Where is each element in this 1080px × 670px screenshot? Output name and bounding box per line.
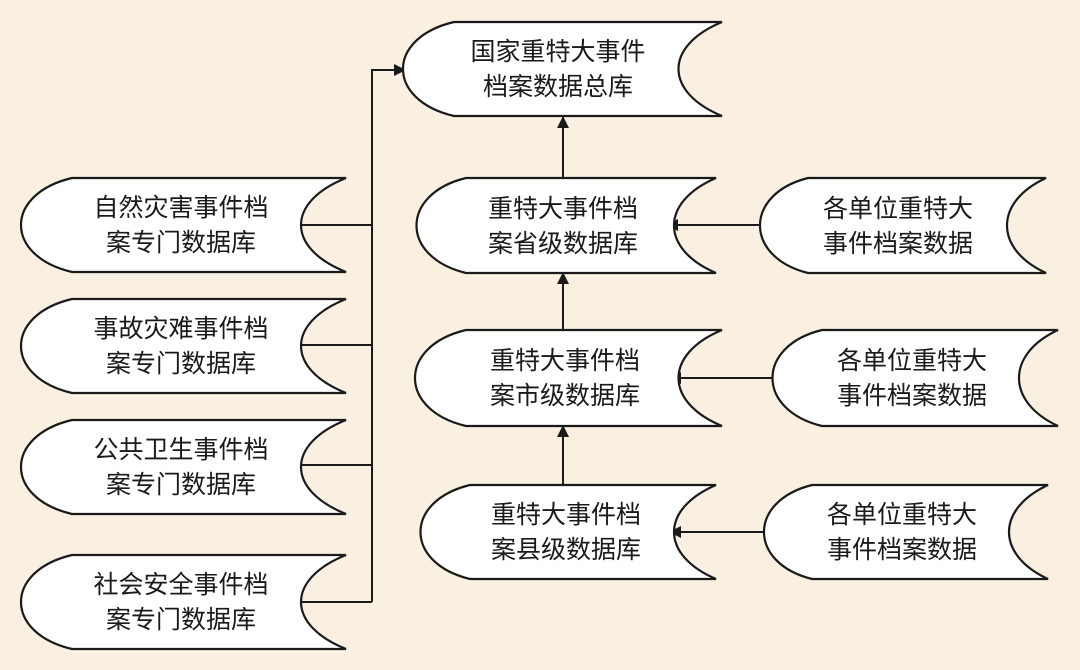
node-unit-data-1: 各单位重特大 事件档案数据 [770, 178, 1026, 273]
node-unit-data-2-line2: 事件档案数据 [836, 381, 987, 410]
node-unit-data-2-line1: 各单位重特大 [836, 346, 987, 375]
node-social-security-line2: 案专门数据库 [105, 605, 256, 634]
shape-public-health [20, 418, 347, 516]
shape-municipal [414, 328, 723, 428]
node-social-security-database: 社会安全事件档 案专门数据库 [36, 555, 326, 649]
node-unit-data-2: 各单位重特大 事件档案数据 [784, 330, 1040, 426]
node-public-health-line1: 公共卫生事件档 [93, 435, 269, 464]
node-provincial-database: 重特大事件档 案省级数据库 [430, 178, 696, 273]
node-social-security-line1: 社会安全事件档 [93, 570, 269, 599]
shape-natural-disaster [20, 176, 347, 274]
node-unit-data-3-line1: 各单位重特大 [826, 500, 977, 529]
node-accident-disaster-database: 事故灾难事件档 案专门数据库 [36, 299, 326, 393]
node-county-database: 重特大事件档 案县级数据库 [434, 485, 698, 579]
shape-unit-data-3 [762, 483, 1049, 581]
node-county-line2: 案县级数据库 [490, 535, 641, 564]
shape-national [402, 20, 723, 118]
node-national-line2: 档案数据总库 [482, 72, 633, 101]
shape-social-security [20, 553, 347, 651]
node-unit-data-3-line2: 事件档案数据 [826, 535, 977, 564]
shape-unit-data-1 [758, 176, 1047, 275]
node-county-line1: 重特大事件档 [490, 500, 641, 529]
shape-unit-data-2 [771, 328, 1059, 428]
node-national-database: 国家重特大事件 档案数据总库 [418, 22, 698, 116]
node-natural-disaster-line1: 自然灾害事件档 [93, 193, 269, 222]
node-natural-disaster-line2: 案专门数据库 [105, 228, 256, 257]
node-natural-disaster-database: 自然灾害事件档 案专门数据库 [36, 178, 326, 272]
shape-county [419, 483, 717, 581]
node-unit-data-1-line2: 事件档案数据 [822, 228, 973, 258]
shape-provincial [415, 176, 717, 275]
node-unit-data-3: 各单位重特大 事件档案数据 [774, 485, 1030, 579]
node-national-line1: 国家重特大事件 [470, 37, 646, 66]
node-public-health-database: 公共卫生事件档 案专门数据库 [36, 420, 326, 514]
node-public-health-line2: 案专门数据库 [105, 470, 256, 499]
node-municipal-line2: 案市级数据库 [489, 381, 640, 410]
node-municipal-database: 重特大事件档 案市级数据库 [430, 330, 700, 426]
node-unit-data-1-line1: 各单位重特大 [822, 193, 973, 223]
node-provincial-line1: 重特大事件档 [487, 193, 638, 223]
node-accident-disaster-line1: 事故灾难事件档 [93, 314, 269, 343]
arrow-specialized-to-national [371, 64, 406, 602]
node-provincial-line2: 案省级数据库 [487, 228, 638, 258]
node-municipal-line1: 重特大事件档 [489, 346, 640, 375]
shape-accident-disaster [20, 297, 347, 395]
node-accident-disaster-line2: 案专门数据库 [105, 349, 256, 378]
